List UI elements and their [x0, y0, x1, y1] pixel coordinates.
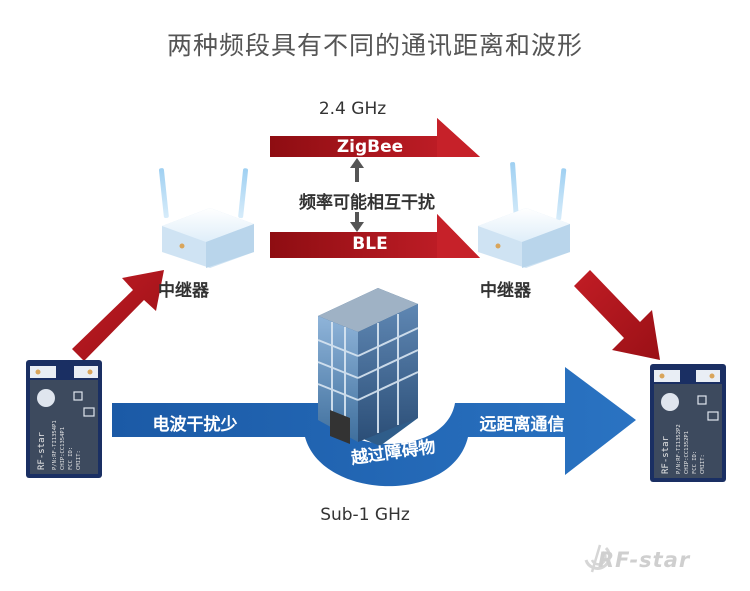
downlink-arrow — [574, 270, 660, 360]
module-left-brand: RF-star — [37, 431, 47, 470]
module-right: RF-star P/N:RF-TI1352P2 CHIP:CC1352P1 FC… — [650, 364, 726, 482]
uplink-arrow — [72, 270, 164, 361]
frequency-24ghz-label: 2.4 GHz — [318, 99, 387, 119]
long-range-label: 远距离通信 — [479, 415, 565, 435]
module-left-line-2: CHIP:CC1354P1 — [60, 427, 66, 470]
page-title: 两种频段具有不同的通讯距离和波形 — [166, 31, 583, 60]
module-left-line-1: P/N:RF-TI1354P1 — [52, 420, 58, 470]
interference-label: 频率可能相互干扰 — [299, 193, 435, 213]
relay-left-icon — [158, 168, 254, 268]
ble-arrow — [270, 214, 480, 258]
zigbee-arrow — [270, 118, 480, 157]
ble-label: BLE — [352, 234, 388, 254]
module-left: RF-star P/N:RF-TI1354P1 CHIP:CC1354P1 FC… — [26, 360, 102, 478]
zigbee-label: ZigBee — [336, 137, 404, 157]
relay-right-icon — [478, 162, 570, 268]
rf-star-logo-icon — [584, 544, 611, 573]
frequency-sub1ghz-label: Sub-1 GHz — [320, 505, 410, 525]
module-right-line-1: P/N:RF-TI1352P2 — [676, 424, 682, 474]
module-right-brand: RF-star — [661, 435, 671, 474]
module-right-line-2: CHIP:CC1352P1 — [684, 431, 690, 474]
module-left-line-3: FCC ID: — [68, 447, 74, 470]
interference-arrows — [350, 158, 364, 232]
module-right-line-3: FCC ID: — [692, 451, 698, 474]
relay-left-label: 中继器 — [158, 281, 209, 301]
rf-star-logo-text: RF-star — [598, 548, 691, 572]
relay-right-label: 中继器 — [480, 281, 531, 301]
module-right-line-4: CMIIT: — [700, 454, 706, 474]
low-interference-label: 电波干扰少 — [152, 415, 238, 435]
building-illustration — [317, 288, 419, 446]
sub1-arrow — [112, 367, 636, 487]
module-left-line-4: CMIIT: — [76, 450, 82, 470]
